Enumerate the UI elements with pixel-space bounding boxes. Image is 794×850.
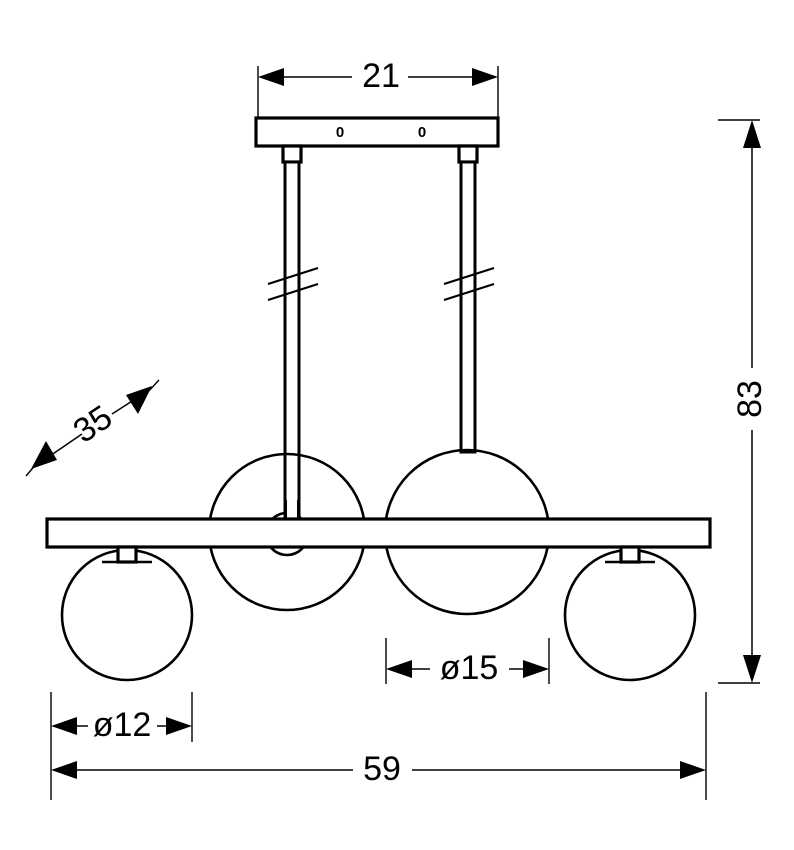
depth-label: 35 (67, 398, 120, 451)
d15-arrow-left-icon (386, 660, 412, 678)
canopy-plate (254, 116, 500, 148)
globe-small-right (563, 548, 697, 682)
canopy-mark-right: 0 (418, 124, 426, 141)
canopy-width-dimension: 21 (257, 57, 499, 119)
globe-small-left-sphere (60, 548, 194, 682)
depth-tick-lower (25, 461, 39, 477)
depth-dimension: 35 (25, 379, 160, 477)
break-slash-left-a (267, 266, 319, 286)
depth-arrow-upper-icon (126, 386, 152, 414)
overall-height-dimension: 83 (718, 119, 769, 684)
d12-arrow-left-icon (51, 717, 77, 735)
overall-width-label: 59 (363, 750, 401, 788)
socket-small-left (102, 545, 152, 564)
break-slash-right-a (443, 266, 495, 286)
socket-small-left-stem (116, 545, 138, 564)
d15-arrow-right-icon (523, 660, 549, 678)
rod-collar-right (457, 144, 479, 164)
rod-collars (281, 144, 479, 164)
canopy-mark-left: 0 (336, 124, 344, 141)
break-slash-left-b (267, 282, 319, 302)
suspension-rod-right (443, 160, 495, 454)
large-globe-diameter-label: ø15 (440, 649, 499, 687)
globe-small-right-sphere (563, 548, 697, 682)
socket-small-right (605, 545, 655, 564)
rod-left-body (283, 160, 301, 540)
overall-height-label: 83 (731, 380, 769, 418)
globe-small-left (60, 548, 194, 682)
height-arrow-bottom-icon (743, 655, 761, 683)
small-globe-diameter-label: ø12 (93, 706, 152, 744)
arrow-right-icon (472, 68, 498, 86)
d12-arrow-right-icon (166, 717, 192, 735)
rod-right-body (459, 160, 477, 454)
w59-arrow-left-icon (51, 761, 77, 779)
large-globe-diameter-dimension: ø15 (385, 638, 550, 687)
cross-bar-body (45, 517, 712, 549)
canopy-width-label: 21 (362, 57, 400, 95)
break-slash-right-b (443, 282, 495, 302)
small-globe-diameter-dimension: ø12 (50, 692, 193, 800)
horizontal-cross-bar (45, 517, 712, 549)
suspension-rod-left (267, 160, 319, 540)
depth-tick-upper (145, 379, 160, 395)
overall-width-dimension: 59 (51, 692, 707, 800)
arrow-left-icon (258, 68, 284, 86)
height-arrow-top-icon (743, 120, 761, 148)
w59-arrow-right-icon (680, 761, 706, 779)
socket-small-right-stem (619, 545, 641, 564)
ceiling-canopy: 0 0 (254, 116, 500, 148)
rod-collar-left (281, 144, 303, 164)
